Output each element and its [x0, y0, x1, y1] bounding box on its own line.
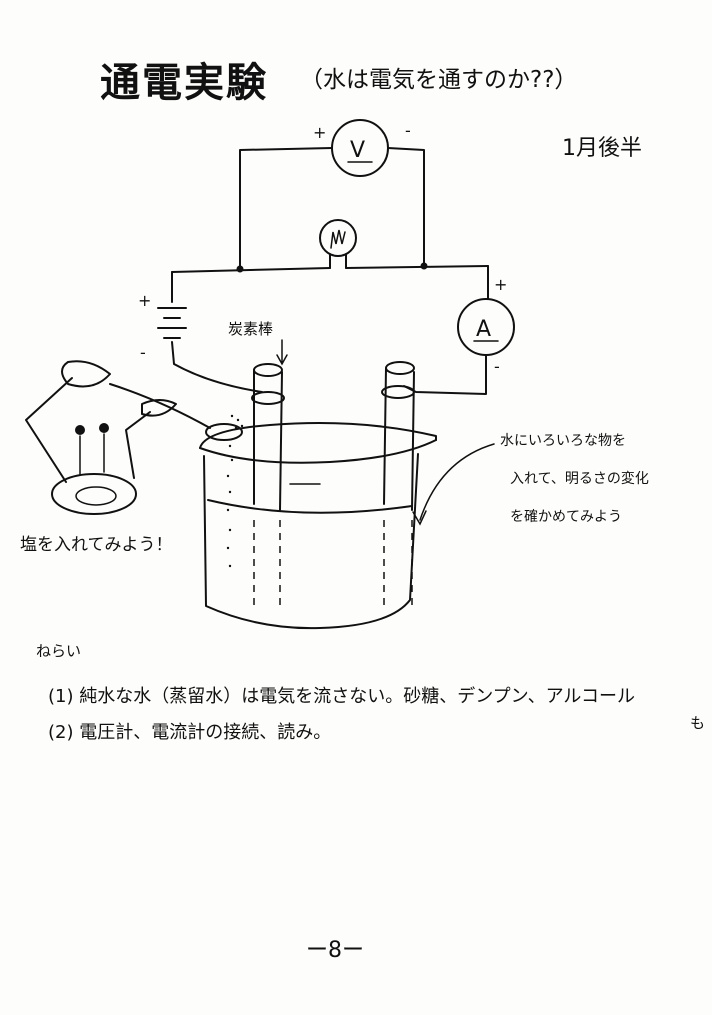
- ammeter: A + -: [403, 265, 515, 395]
- beaker-rim-front: [199, 439, 437, 464]
- ammeter-symbol: A: [476, 317, 491, 342]
- goal-item-1-wrap: も: [690, 714, 706, 732]
- right-rod-clip: [381, 385, 415, 399]
- page-number: ー8ー: [306, 938, 364, 963]
- water-surface: [207, 499, 413, 514]
- goal-item-2: (2) 電圧計、電流計の接続、読み。: [48, 722, 332, 743]
- beaker-body: [203, 453, 419, 630]
- carbon-rod-right: [381, 361, 415, 606]
- carbon-rod-left: [251, 363, 285, 606]
- water-note-line-1: 水にいろいろな物を: [500, 433, 626, 449]
- bulb-circle: [319, 219, 357, 257]
- ammeter-to-rod-wire: [403, 354, 487, 395]
- salt-spoon: [109, 383, 244, 568]
- character-left-hand: [61, 360, 111, 388]
- salt-label: 塩を入れてみよう！: [20, 535, 173, 555]
- character-right-hand: [141, 399, 177, 417]
- character-right-arm: [125, 411, 151, 479]
- voltmeter-minus: -: [405, 121, 411, 140]
- ammeter-plus: +: [494, 275, 507, 294]
- voltmeter-plus: +: [313, 123, 326, 142]
- water-note-line-2: 入れて、明るさの変化: [510, 471, 649, 487]
- ammeter-minus: -: [494, 357, 500, 376]
- goals-heading: ねらい: [36, 642, 82, 660]
- bulb-base: [329, 253, 347, 269]
- goal-item-1: (1) 純水な水（蒸留水）は電気を流さない。砂糖、デンプン、アルコール: [48, 686, 636, 707]
- water-note-arrow: [419, 443, 495, 521]
- spoon-handle: [109, 383, 211, 429]
- spoon-bowl: [205, 423, 243, 441]
- carbon-rod-label: 炭素棒: [228, 320, 274, 338]
- period-label: 1月後半: [562, 136, 642, 161]
- salt-grains: [226, 414, 244, 568]
- battery-plus: +: [138, 291, 151, 310]
- battery-to-rod-wire: [171, 341, 263, 393]
- light-bulb: [319, 219, 357, 269]
- cartoon-character: [25, 360, 177, 515]
- voltmeter-right-wire: [387, 147, 425, 267]
- voltmeter-left-wire: [239, 147, 333, 269]
- character-mouth: [51, 473, 137, 515]
- voltmeter-symbol: V: [350, 138, 365, 163]
- battery: + -: [138, 271, 263, 393]
- left-rod-clip: [251, 391, 285, 405]
- voltmeter: V + -: [313, 119, 411, 177]
- beaker: [199, 422, 437, 630]
- carbon-rod-arrow: [276, 339, 288, 366]
- battery-minus: -: [140, 343, 146, 362]
- bulb-filament: [330, 229, 346, 249]
- page-title: 通電実験: [100, 60, 268, 106]
- water-note-line-3: を確かめてみよう: [510, 509, 622, 525]
- page-subtitle: （水は電気を通すのか??）: [300, 67, 578, 93]
- main-wire: [171, 265, 489, 273]
- character-left-arm: [25, 377, 73, 483]
- beaker-rim-back: [199, 422, 437, 449]
